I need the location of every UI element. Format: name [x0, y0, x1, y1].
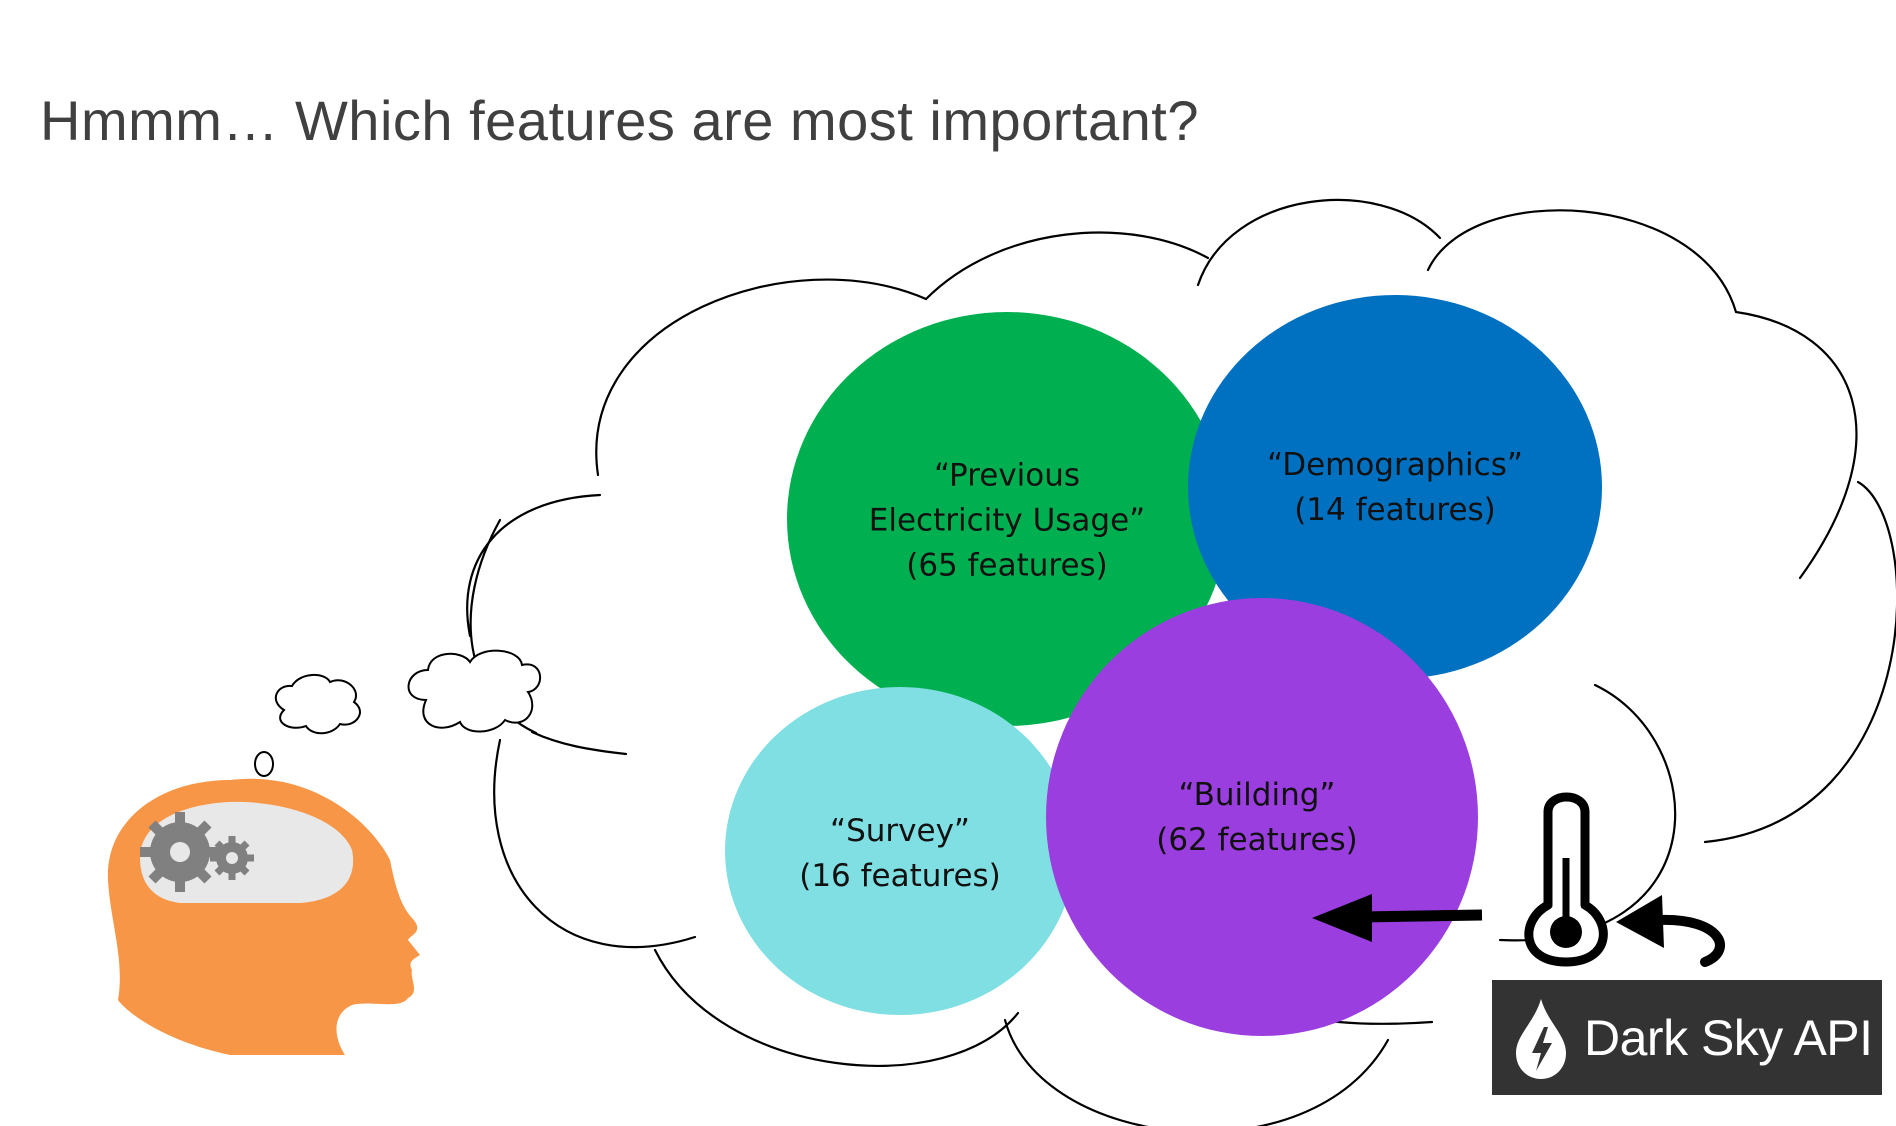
gear-small-icon: [210, 836, 254, 880]
slide-title: Hmmm… Which features are most important?: [40, 89, 1199, 152]
darksky-label: Dark Sky API: [1584, 1009, 1873, 1066]
head-icon: [107, 778, 420, 1055]
label-line: “Building”: [1178, 777, 1336, 813]
darksky-badge: Dark Sky API: [1492, 980, 1882, 1095]
label-previous-usage: “Previous Electricity Usage” (65 feature…: [869, 454, 1146, 589]
circle-survey: [725, 687, 1075, 1015]
thermometer-icon: [1524, 792, 1608, 967]
gear-large-icon: [140, 812, 220, 892]
label-demographics: “Demographics” (14 features): [1267, 443, 1523, 533]
darksky-logo-icon: [1516, 998, 1566, 1079]
label-line: (65 features): [906, 547, 1108, 584]
label-line: (16 features): [799, 858, 1001, 894]
label-line: (14 features): [1294, 492, 1496, 528]
circle-previous-usage: [787, 312, 1227, 726]
label-line: (62 features): [1156, 822, 1358, 858]
label-building: “Building” (62 features): [1156, 773, 1358, 863]
label-line: “Demographics”: [1267, 447, 1523, 483]
thought-bubbles: [254, 649, 542, 777]
bubble-small: [254, 751, 274, 777]
curved-arrow-icon: [1616, 895, 1725, 967]
feature-circles: [725, 295, 1602, 1036]
circle-demographics: [1188, 295, 1602, 679]
label-line: “Previous: [933, 457, 1081, 494]
bubble-large: [407, 649, 542, 733]
bubble-medium: [274, 674, 361, 735]
label-line: Electricity Usage”: [868, 502, 1146, 539]
label-survey: “Survey” (16 features): [799, 809, 1001, 899]
arrow-left-icon: [1312, 894, 1483, 942]
label-line: “Survey”: [830, 813, 970, 849]
